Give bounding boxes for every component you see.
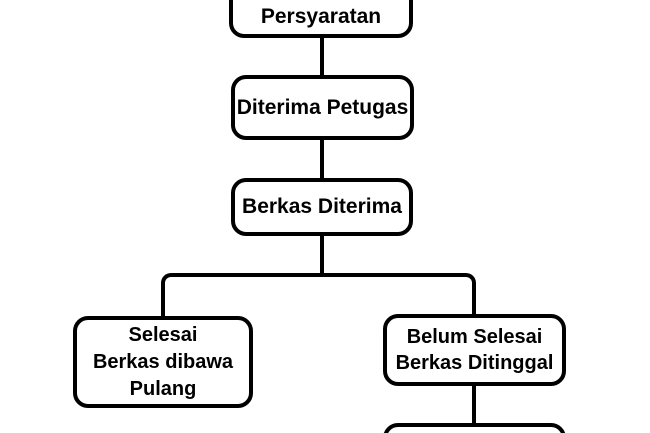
node-belum-selesai-berkas-ditinggal: Belum Selesai Berkas Ditinggal <box>383 314 566 386</box>
node-diterima-petugas-label: Diterima Petugas <box>236 95 409 119</box>
node-next-step-partial <box>383 423 566 433</box>
node-selesai-berkas-dibawa-pulang: Selesai Berkas dibawa Pulang <box>73 316 253 408</box>
node-berkas-diterima-label: Berkas Diterima <box>242 195 402 218</box>
connector-persyaratan-to-diterima-petugas <box>320 34 324 79</box>
node-persyaratan-label: Persyaratan <box>260 5 382 28</box>
branch-connector <box>161 273 476 321</box>
node-selesai-label-line1: Selesai <box>128 323 198 346</box>
node-belum-selesai-label-line1: Belum Selesai <box>406 326 543 348</box>
node-belum-selesai-label-line2: Berkas Ditinggal <box>395 352 554 374</box>
node-selesai-label-line2: Berkas dibawa <box>92 350 234 373</box>
connector-belum-selesai-to-next <box>472 382 476 427</box>
node-berkas-diterima: Berkas Diterima <box>231 178 413 236</box>
node-persyaratan: Persyaratan <box>229 0 413 38</box>
node-selesai-label-line3: Pulang <box>129 377 197 400</box>
connector-berkas-diterima-to-branch <box>320 232 324 277</box>
connector-diterima-petugas-to-berkas-diterima <box>320 136 324 182</box>
node-diterima-petugas: Diterima Petugas <box>231 75 414 140</box>
